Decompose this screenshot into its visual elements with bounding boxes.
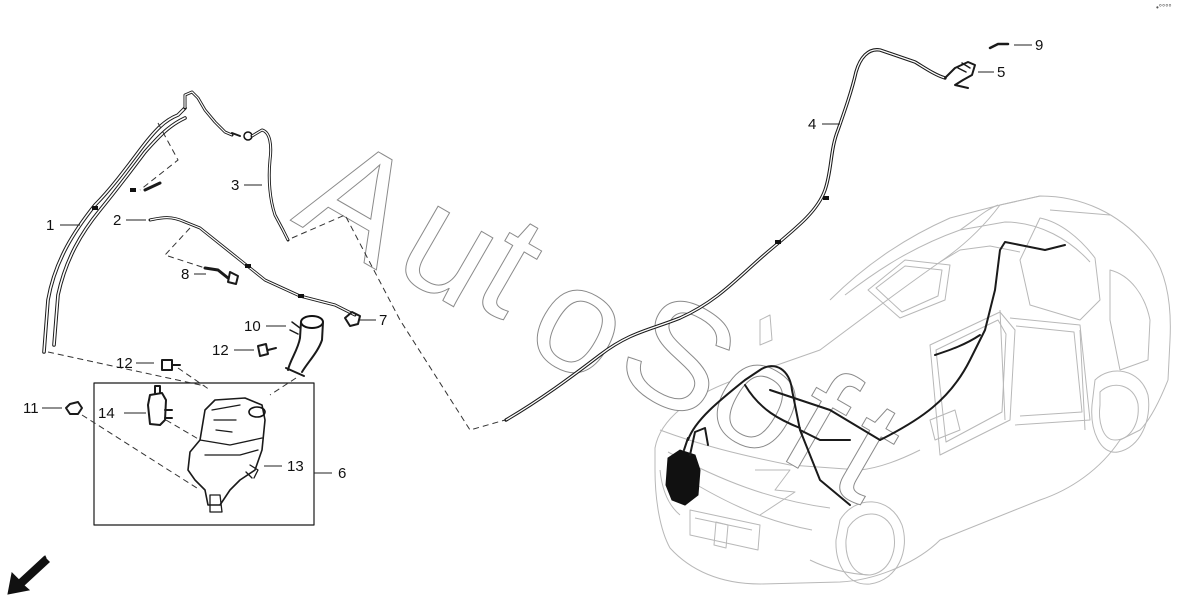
rear-nozzle-clip xyxy=(988,42,1010,50)
rear-washer-nozzle xyxy=(944,61,976,89)
front-washer-hose-2 xyxy=(143,181,357,317)
rear-washer-hose xyxy=(504,48,947,422)
callout-13: 13 xyxy=(287,458,304,475)
callout-9: 9 xyxy=(1035,37,1043,54)
callout-10: 10 xyxy=(244,318,261,335)
callout-leaders xyxy=(42,44,1032,474)
callout-4: 4 xyxy=(808,116,816,133)
front-washer-hose-1 xyxy=(42,106,187,354)
hose-clip-7 xyxy=(344,311,361,327)
callout-labels: 1 2 3 4 5 6 7 8 9 10 11 12 12 13 14 xyxy=(23,37,1043,482)
front-direction-arrow-icon xyxy=(7,555,50,595)
callout-6: 6 xyxy=(338,465,346,482)
corner-mark: •°°°° xyxy=(1156,3,1172,12)
washer-pump-14 xyxy=(147,385,173,426)
hose-clip-8 xyxy=(203,266,239,285)
reservoir-assembly-bracket-6 xyxy=(93,382,315,526)
callout-14: 14 xyxy=(98,405,115,422)
callout-3: 3 xyxy=(231,177,239,194)
filler-neck-10 xyxy=(285,315,324,377)
callout-1: 1 xyxy=(46,217,54,234)
assembly-guide-lines xyxy=(47,122,506,491)
front-washer-hose-3 xyxy=(250,128,290,242)
callout-11: 11 xyxy=(23,400,39,417)
hose-joint-top xyxy=(183,90,253,141)
callout-8: 8 xyxy=(181,266,189,283)
callout-2: 2 xyxy=(113,212,121,229)
bolt-12-lower xyxy=(257,343,277,357)
callout-7: 7 xyxy=(379,312,387,329)
washer-reservoir-13 xyxy=(187,397,266,513)
hose-routing-on-vehicle xyxy=(665,241,1066,506)
bolt-12-upper xyxy=(161,359,181,371)
callout-12-upper: 12 xyxy=(116,355,133,372)
callout-12-lower: 12 xyxy=(212,342,229,359)
callout-5: 5 xyxy=(997,64,1005,81)
nut-11 xyxy=(65,401,83,415)
